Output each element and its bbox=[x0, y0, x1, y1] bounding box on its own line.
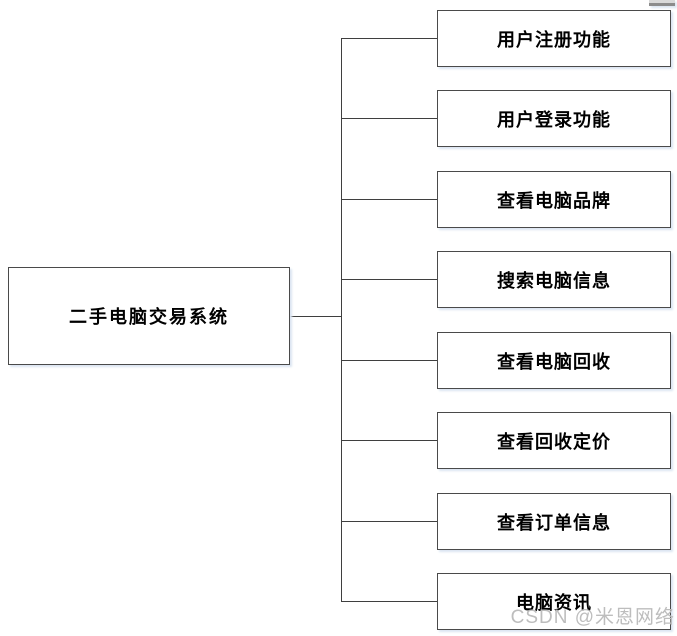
connector-branch-6 bbox=[341, 440, 437, 441]
node-user-register: 用户注册功能 bbox=[437, 10, 671, 67]
node-view-brands: 查看电脑品牌 bbox=[437, 171, 671, 228]
node-label: 用户注册功能 bbox=[497, 29, 611, 50]
connector-branch-1 bbox=[341, 38, 437, 39]
node-label: 用户登录功能 bbox=[497, 109, 611, 130]
node-label: 查看电脑品牌 bbox=[497, 190, 611, 211]
node-label: 电脑资讯 bbox=[516, 592, 592, 613]
connector-trunk bbox=[341, 38, 342, 602]
connector-branch-2 bbox=[341, 118, 437, 119]
node-root-label: 二手电脑交易系统 bbox=[69, 307, 229, 327]
node-label: 查看电脑回收 bbox=[497, 351, 611, 372]
node-recycle-pricing: 查看回收定价 bbox=[437, 412, 671, 469]
node-user-login: 用户登录功能 bbox=[437, 90, 671, 147]
top-right-fragment bbox=[649, 0, 675, 6]
node-label: 查看订单信息 bbox=[497, 512, 611, 533]
node-order-info: 查看订单信息 bbox=[437, 493, 671, 550]
node-view-recycle: 查看电脑回收 bbox=[437, 332, 671, 389]
node-label: 搜索电脑信息 bbox=[497, 270, 611, 291]
connector-branch-7 bbox=[341, 521, 437, 522]
connector-branch-4 bbox=[341, 279, 437, 280]
node-root: 二手电脑交易系统 bbox=[8, 267, 290, 365]
node-label: 查看回收定价 bbox=[497, 431, 611, 452]
node-search-info: 搜索电脑信息 bbox=[437, 251, 671, 308]
node-computer-news: 电脑资讯 bbox=[437, 573, 671, 630]
connector-branch-5 bbox=[341, 360, 437, 361]
connector-branch-3 bbox=[341, 199, 437, 200]
connector-root bbox=[290, 316, 342, 317]
connector-branch-8 bbox=[341, 601, 437, 602]
